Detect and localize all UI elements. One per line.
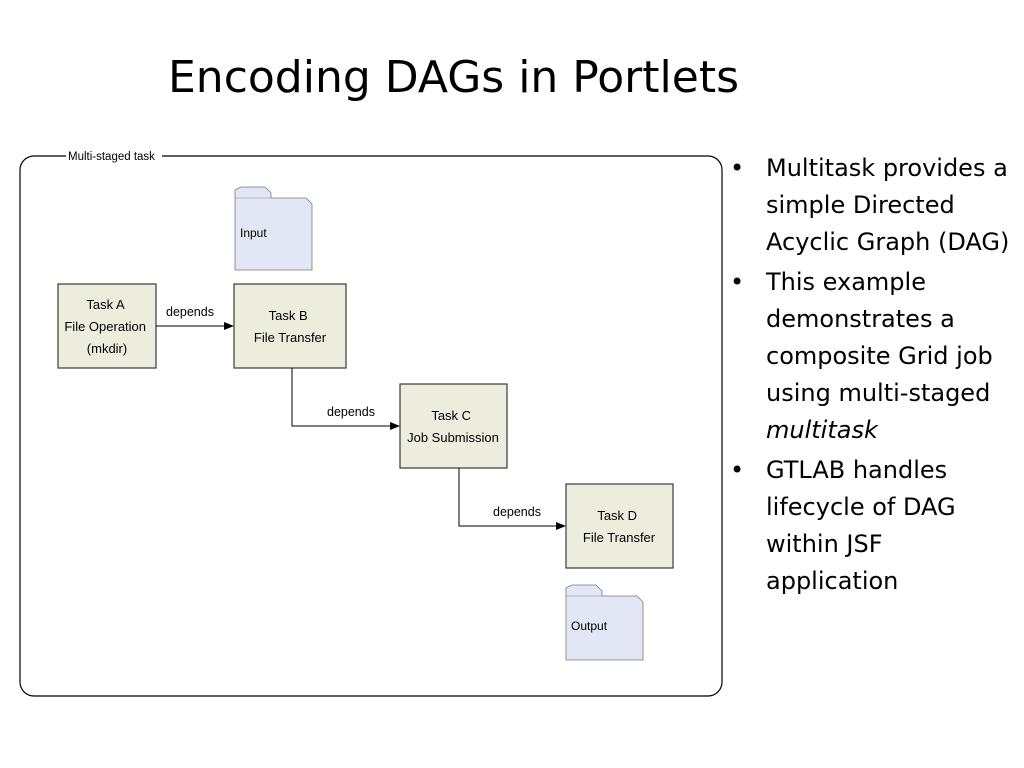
task-d-line-1: Task D (597, 508, 637, 523)
svg-text:Task C Job Submission: Task C Job Submission (407, 408, 499, 445)
task-d-box: Task D File Transfer (565, 483, 674, 569)
bullet-text-2-emphasis: multitask (766, 416, 878, 444)
task-d-line-2: File Transfer (583, 530, 656, 545)
container-label: Multi-staged task (68, 151, 155, 163)
bullet-marker: • (730, 154, 745, 182)
edge-b-to-c: depends (291, 368, 400, 430)
edge-b-c-label: depends (327, 405, 375, 419)
bullet-item-1: • Multitask provides a simple Directed A… (730, 150, 1020, 261)
task-c-line-2: Job Submission (407, 430, 499, 445)
task-c-line-1: Task C (431, 408, 471, 423)
task-b-line-1: Task B (269, 308, 308, 323)
input-folder-icon (234, 186, 313, 271)
input-label: Input (240, 226, 267, 240)
output-label: Output (571, 619, 608, 633)
svg-text:Task D File Transfer: Task D File Transfer (583, 508, 656, 545)
edge-a-to-b: depends (156, 305, 234, 330)
task-b-box: Task B File Transfer (233, 283, 347, 369)
bullet-text-2: This example demonstrates a composite Gr… (766, 268, 993, 407)
bullet-marker: • (730, 268, 745, 296)
bullet-item-2: • This example demonstrates a composite … (730, 264, 1020, 449)
task-a-line-1: Task A (86, 297, 125, 312)
edge-c-d-label: depends (493, 505, 541, 519)
edge-a-b-label: depends (166, 305, 214, 319)
bullet-text-1: Multitask provides a simple Directed Acy… (766, 154, 1010, 256)
svg-text:Task B File Transfer: Task B File Transfer (254, 308, 327, 345)
task-a-box: Task A File Operation (mkdir) (57, 283, 157, 369)
task-b-line-2: File Transfer (254, 330, 327, 345)
slide-title: Encoding DAGs in Portlets (168, 52, 739, 103)
edge-c-to-d: depends (458, 468, 566, 530)
bullet-item-3: • GTLAB handles lifecycle of DAG within … (730, 452, 1020, 600)
task-c-box: Task C Job Submission (399, 383, 508, 469)
bullet-text-3: GTLAB handles lifecycle of DAG within JS… (766, 456, 956, 595)
output-folder-icon (565, 584, 644, 661)
task-a-line-2: File Operation (64, 319, 146, 334)
bullet-marker: • (730, 456, 745, 484)
task-a-line-3: (mkdir) (87, 341, 127, 356)
bullet-list: • Multitask provides a simple Directed A… (730, 150, 1020, 603)
svg-text:Task A File Operation: Task A File Operation (mkdir) (64, 297, 149, 356)
